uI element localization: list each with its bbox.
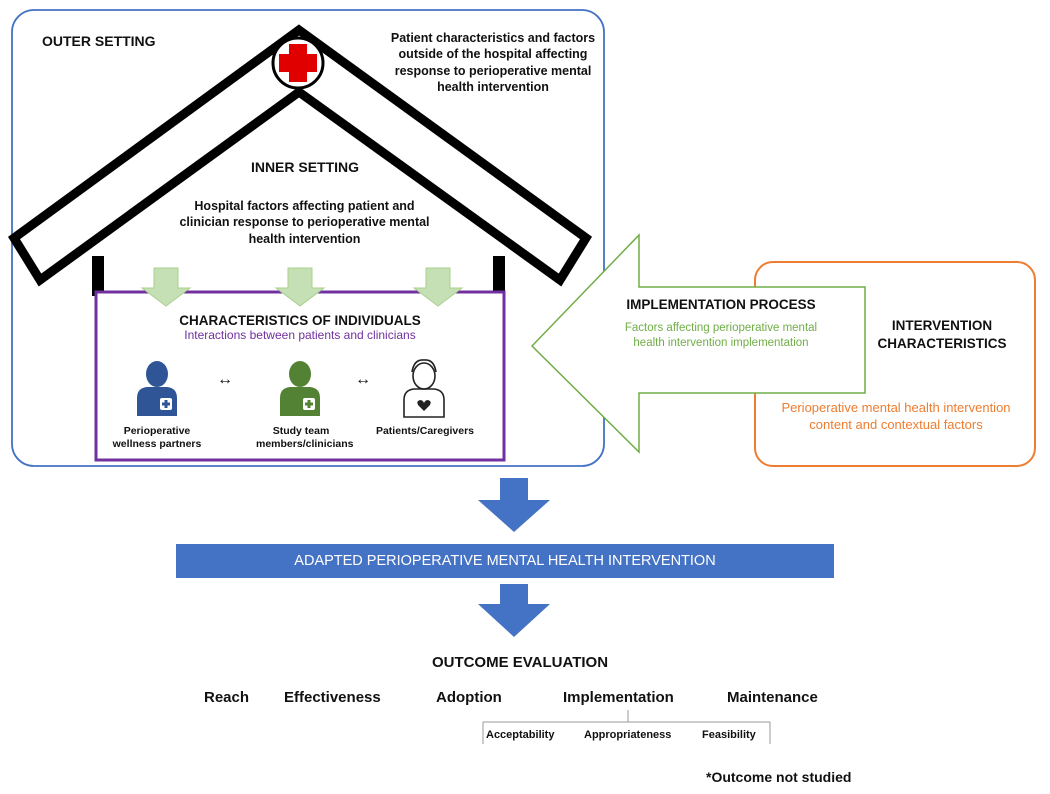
outer-setting-description: Patient characteristics and factors outs… <box>390 31 596 94</box>
implementation-description: Factors affecting perioperative mental h… <box>624 322 818 349</box>
footnote: *Outcome not studied <box>706 769 852 785</box>
patient-icon <box>403 359 445 418</box>
outcome-reach: Reach <box>204 689 250 706</box>
connector-arrow-2: ↔ <box>355 371 371 388</box>
house-wall-left <box>92 256 104 296</box>
down-arrow-1 <box>478 478 550 532</box>
down-arrow-2 <box>478 584 550 637</box>
adapted-intervention-banner: ADAPTED PERIOPERATIVE MENTAL HEALTH INTE… <box>176 544 834 578</box>
intervention-description: Perioperative mental health intervention… <box>781 400 1011 432</box>
implementation-arrow <box>530 233 866 454</box>
clinician-icon <box>280 361 320 416</box>
implementation-label: IMPLEMENTATION PROCESS <box>626 297 816 312</box>
inner-setting-description: Hospital factors affecting patient and c… <box>179 199 430 246</box>
intervention-label: INTERVENTION CHARACTERISTICS <box>877 318 1007 351</box>
clinician-label: Study team members/clinicians <box>256 425 354 451</box>
wellness-partner-icon <box>137 361 177 416</box>
outcome-evaluation-title: OUTCOME EVALUATION <box>431 654 609 671</box>
outer-setting-label: OUTER SETTING <box>42 33 156 49</box>
inner-setting-label: INNER SETTING <box>250 159 360 175</box>
outcome-implementation: Implementation <box>563 689 674 706</box>
connector-arrow-1: ↔ <box>217 371 233 388</box>
individuals-subtitle: Interactions between patients and clinic… <box>184 328 416 342</box>
outcome-feasibility: Feasibility <box>702 729 756 741</box>
wellness-partner-label: Perioperative wellness partners <box>112 425 202 451</box>
individuals-label: CHARACTERISTICS OF INDIVIDUALS <box>179 313 421 328</box>
implementation-bracket <box>482 710 771 744</box>
outcome-maintenance: Maintenance <box>727 689 818 706</box>
outcome-adoption: Adoption <box>436 689 502 706</box>
outcome-appropriateness: Appropriateness <box>584 729 672 741</box>
outcome-acceptability: Acceptability <box>486 729 555 741</box>
outcome-effectiveness: Effectiveness <box>284 689 381 706</box>
patient-label: Patients/Caregivers <box>375 425 475 437</box>
hospital-cross-icon <box>271 36 325 90</box>
house-wall-right <box>493 256 505 296</box>
inner-to-individuals-arrows <box>140 267 464 307</box>
